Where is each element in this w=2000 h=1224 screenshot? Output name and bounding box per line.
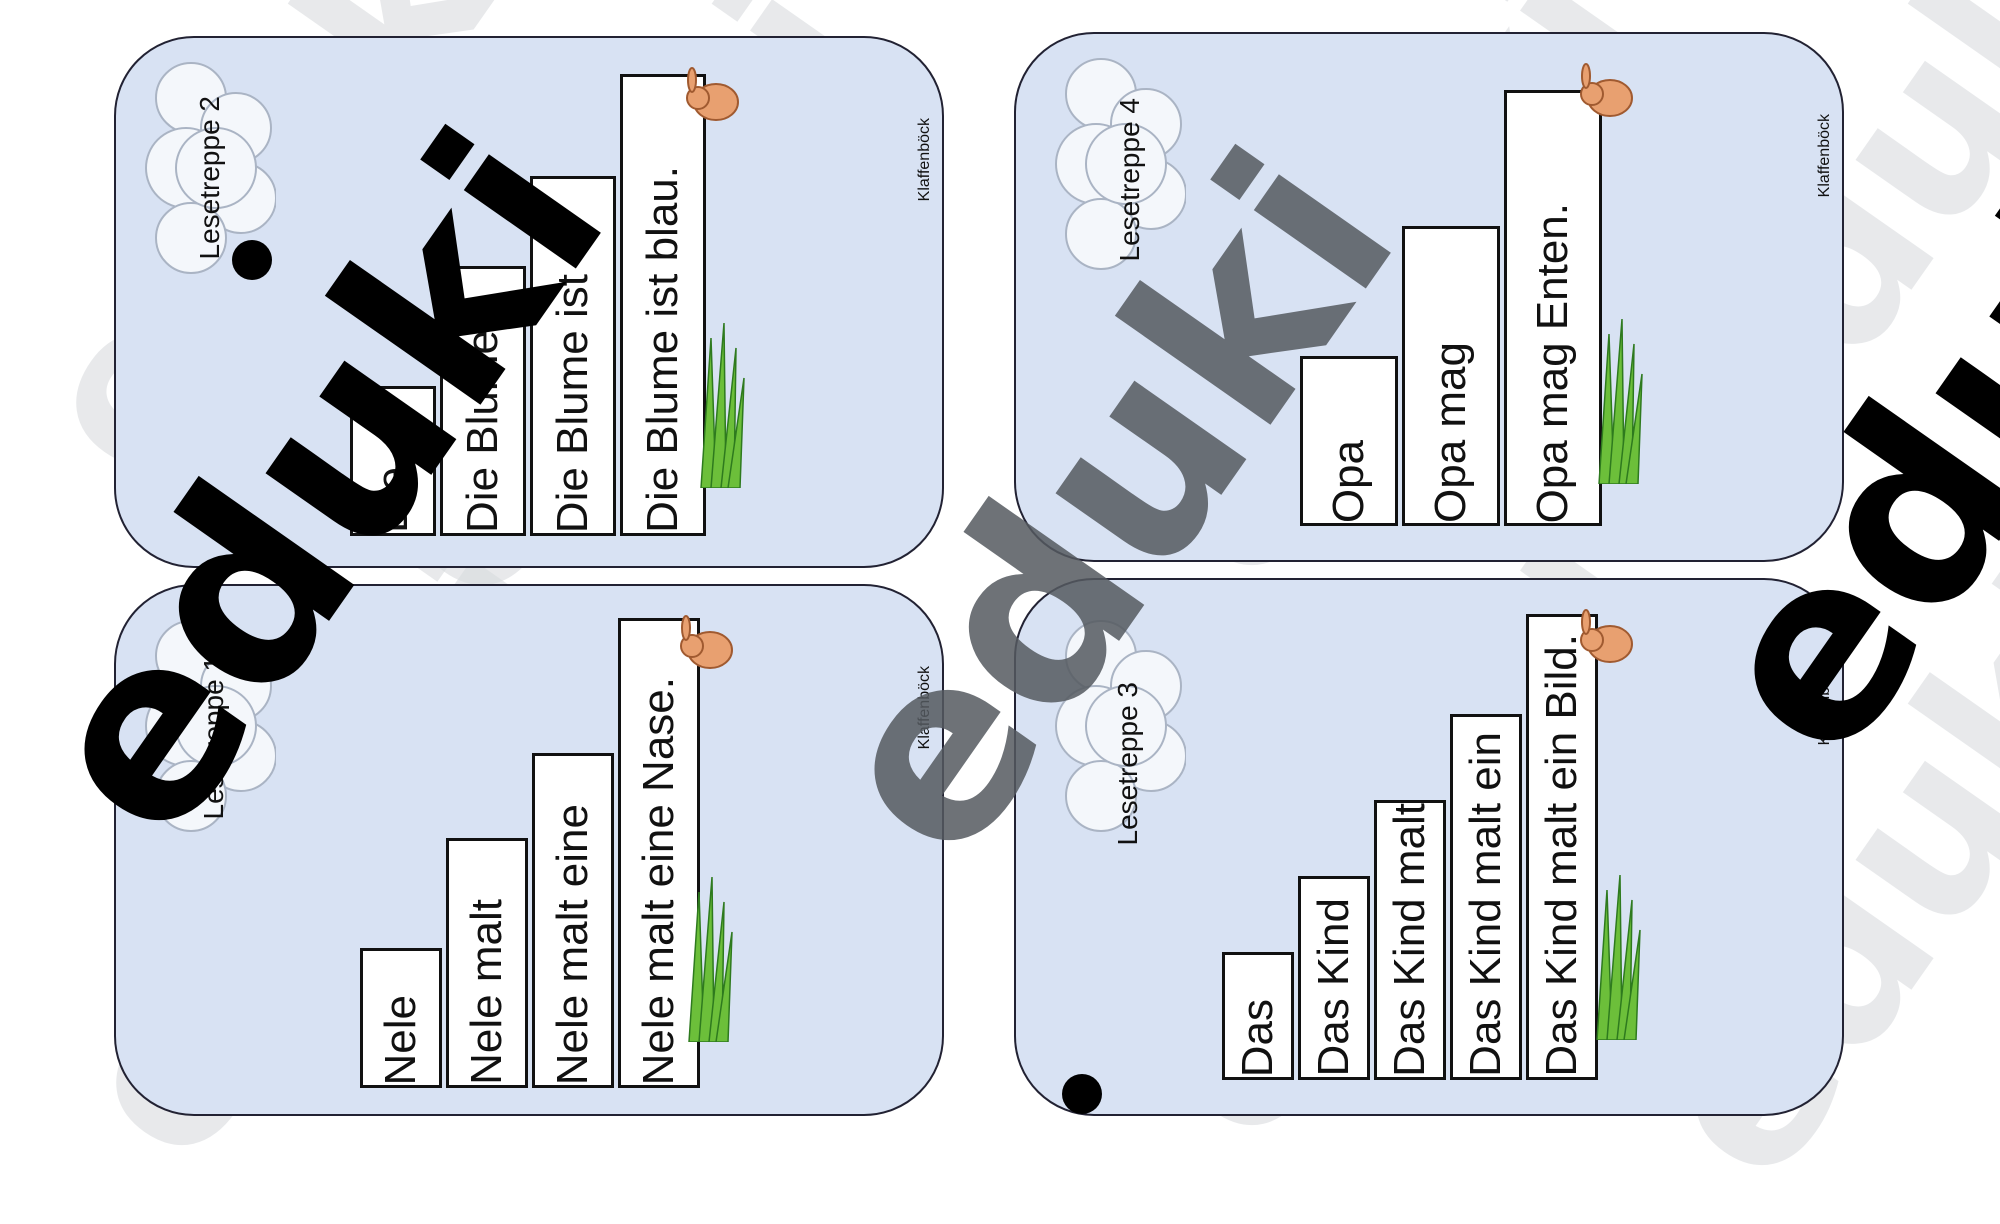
stair-step: Die Blume ist blau. — [620, 74, 706, 536]
cloud-icon — [1055, 58, 1186, 270]
grass-icon — [1596, 874, 1641, 1040]
author-label: Klaffenböck — [916, 118, 933, 202]
stair-step: Nele malt eine — [532, 753, 614, 1088]
stair-step: Die — [350, 386, 436, 536]
step-text: Das Kind malt — [1385, 803, 1434, 1077]
step-text: Nele malt eine Nase. — [634, 676, 683, 1085]
author-label: Klaffenböck — [1816, 114, 1833, 198]
step-text: Das Kind malt ein — [1461, 732, 1510, 1077]
stair-step: Nele malt eine Nase. — [618, 618, 700, 1088]
bunny-icon — [680, 615, 733, 669]
cloud-icon — [1055, 620, 1186, 832]
grass-icon — [1598, 318, 1643, 484]
stair-step: Die Blume — [440, 266, 526, 536]
bunny-icon — [1580, 63, 1633, 117]
step-text: Opa — [1324, 439, 1373, 523]
bunny-icon — [1580, 609, 1633, 663]
step-text: Nele malt eine — [548, 803, 597, 1085]
cloud-icon — [145, 620, 276, 832]
step-text: Nele — [376, 994, 425, 1086]
step-text: Nele malt — [462, 899, 511, 1085]
watermark-dot — [232, 240, 272, 280]
card-lesetreppe-2: Lesetreppe 2 Klaffenböck Die Die Blume D… — [114, 36, 944, 568]
reading-stairs: Die Die Blume Die Blume ist Die Blume is… — [350, 74, 706, 536]
card-title: Lesetreppe 2 — [194, 96, 225, 260]
cloud-icon — [145, 62, 276, 274]
stair-step: Opa mag Enten. — [1504, 90, 1602, 526]
reading-stairs: Opa Opa mag Opa mag Enten. — [1300, 90, 1602, 526]
stair-step: Nele — [360, 948, 442, 1088]
reading-stairs: Nele Nele malt Nele malt eine Nele malt … — [360, 618, 700, 1088]
reading-stairs: Das Das Kind Das Kind malt Das Kind malt… — [1222, 614, 1598, 1080]
step-text: Opa mag — [1426, 342, 1475, 523]
stair-step: Die Blume ist — [530, 176, 616, 536]
stair-step: Das Kind malt ein — [1450, 714, 1522, 1080]
stair-step: Das Kind — [1298, 876, 1370, 1080]
card-lesetreppe-1: Lesetreppe 1 Klaffenböck Nele Nele malt … — [114, 584, 944, 1116]
grass-icon — [688, 876, 733, 1042]
stair-step: Nele malt — [446, 838, 528, 1088]
step-text: Das Kind — [1309, 898, 1358, 1077]
stair-step: Opa mag — [1402, 226, 1500, 526]
stair-step: Das Kind malt ein Bild. — [1526, 614, 1598, 1080]
step-text: Opa mag Enten. — [1528, 202, 1577, 523]
watermark-dot — [1062, 1074, 1102, 1114]
card-lesetreppe-4: Lesetreppe 4 Klaffenböck Opa Opa mag Opa… — [1014, 32, 1844, 562]
step-text: Das Kind malt ein Bild. — [1537, 634, 1586, 1077]
grass-icon — [700, 322, 745, 488]
stair-step: Opa — [1300, 356, 1398, 526]
stair-step: Das Kind malt — [1374, 800, 1446, 1080]
step-text: Das — [1233, 998, 1282, 1077]
bunny-icon — [686, 67, 739, 121]
step-text: Die Blume ist blau. — [638, 166, 687, 533]
card-lesetreppe-3: Lesetreppe 3 Klaffenböck Das Das Kind Da… — [1014, 578, 1844, 1116]
stair-step: Das — [1222, 952, 1294, 1080]
